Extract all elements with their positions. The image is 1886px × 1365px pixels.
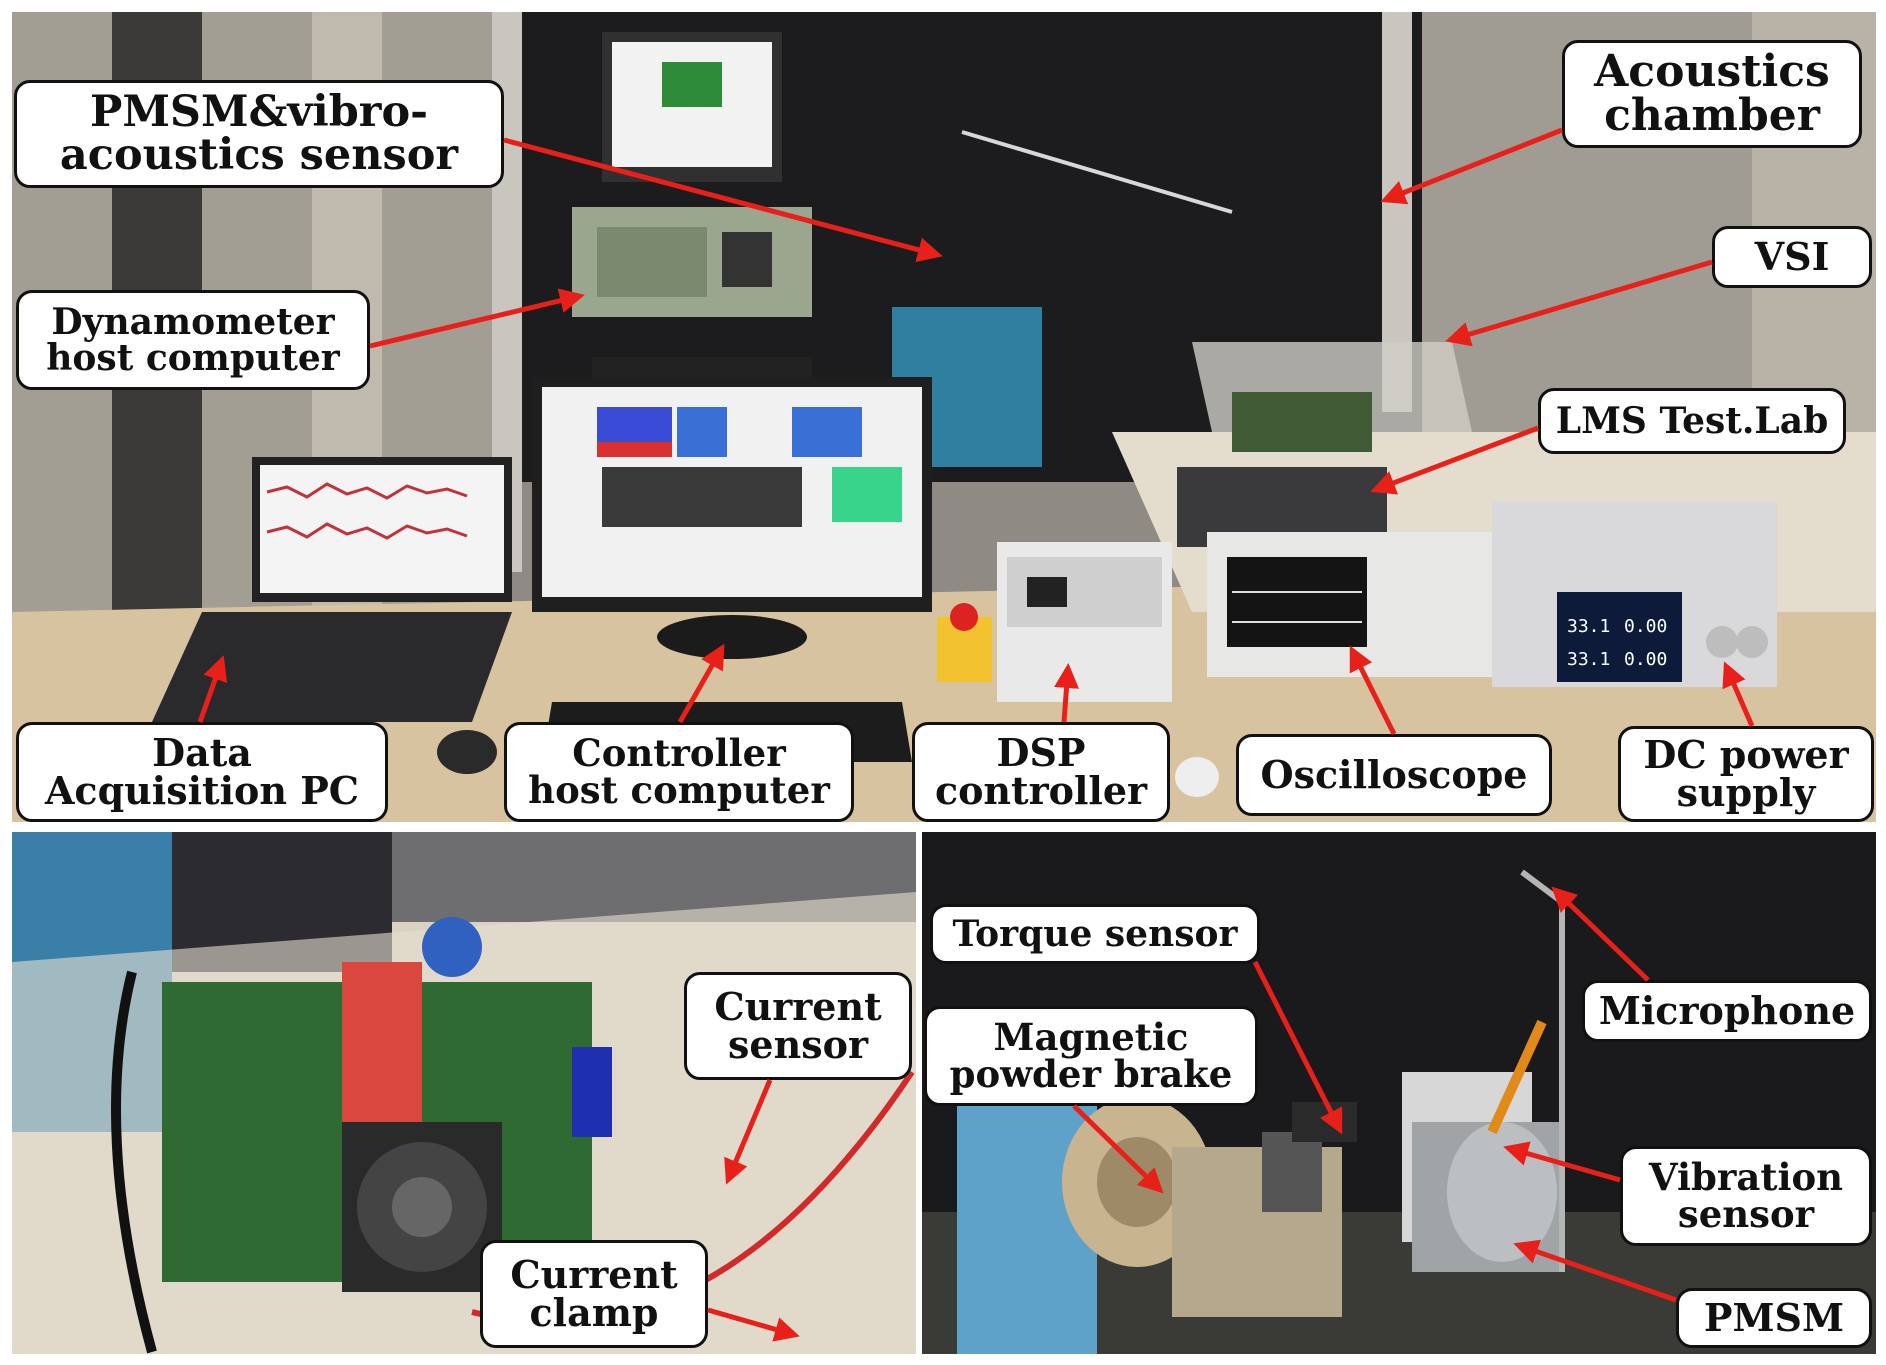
label-pmsm-vibro-acoustics-sensor: PMSM&vibro- acoustics sensor bbox=[14, 80, 504, 188]
label-line: Magnetic bbox=[993, 1015, 1189, 1059]
label-line: host computer bbox=[528, 768, 830, 812]
psu-display-v1: 33.1 bbox=[1567, 616, 1610, 637]
label-line: clamp bbox=[529, 1290, 659, 1335]
label-line: Acquisition PC bbox=[44, 768, 360, 813]
label-line: PMSM&vibro- bbox=[90, 87, 428, 137]
label-line: Microphone bbox=[1598, 988, 1856, 1033]
label-line: Torque sensor bbox=[952, 913, 1238, 955]
label-line: DC power bbox=[1643, 732, 1849, 777]
label-dc-power-supply: DC power supply bbox=[1618, 726, 1874, 822]
vsi-closeup-photo bbox=[12, 832, 916, 1354]
label-line: Acoustics bbox=[1594, 46, 1830, 97]
label-line: DSP bbox=[996, 730, 1086, 775]
label-data-acquisition-pc: Data Acquisition PC bbox=[16, 722, 388, 822]
vsi-closeup-scene bbox=[12, 832, 916, 1354]
label-line: controller bbox=[934, 768, 1148, 813]
label-dynamometer-host-computer: Dynamometer host computer bbox=[16, 290, 370, 390]
label-acoustics-chamber: Acoustics chamber bbox=[1562, 40, 1862, 148]
label-pmsm: PMSM bbox=[1676, 1288, 1872, 1348]
label-line: acoustics sensor bbox=[59, 130, 459, 180]
label-line: sensor bbox=[728, 1022, 868, 1067]
label-line: supply bbox=[1676, 770, 1816, 815]
psu-display-a2: 0.00 bbox=[1624, 649, 1667, 670]
label-lms-testlab: LMS Test.Lab bbox=[1538, 388, 1846, 454]
label-line: host computer bbox=[46, 337, 340, 379]
label-line: PMSM bbox=[1703, 1295, 1845, 1340]
label-magnetic-powder-brake: Magnetic powder brake bbox=[924, 1006, 1258, 1106]
label-oscilloscope: Oscilloscope bbox=[1236, 734, 1552, 816]
label-current-clamp: Current clamp bbox=[480, 1240, 708, 1348]
label-line: powder brake bbox=[949, 1052, 1233, 1096]
label-line: Current bbox=[714, 984, 882, 1029]
psu-display-a1: 0.00 bbox=[1624, 616, 1667, 637]
psu-display-v2: 33.1 bbox=[1567, 649, 1610, 670]
label-line: Dynamometer bbox=[51, 301, 335, 343]
label-line: Data bbox=[152, 730, 252, 775]
label-current-sensor: Current sensor bbox=[684, 972, 912, 1080]
label-line: sensor bbox=[1677, 1192, 1815, 1236]
label-vsi: VSI bbox=[1712, 226, 1872, 288]
label-line: Current bbox=[510, 1252, 678, 1297]
label-line: VSI bbox=[1754, 234, 1830, 279]
label-line: LMS Test.Lab bbox=[1555, 400, 1829, 442]
label-line: chamber bbox=[1604, 90, 1820, 141]
label-controller-host-computer: Controller host computer bbox=[504, 722, 854, 822]
label-line: Controller bbox=[572, 731, 786, 775]
label-microphone: Microphone bbox=[1582, 980, 1872, 1042]
label-dsp-controller: DSP controller bbox=[912, 722, 1170, 822]
label-torque-sensor: Torque sensor bbox=[930, 904, 1260, 964]
label-vibration-sensor: Vibration sensor bbox=[1620, 1146, 1872, 1246]
label-line: Oscilloscope bbox=[1260, 752, 1528, 797]
label-line: Vibration bbox=[1648, 1155, 1844, 1199]
